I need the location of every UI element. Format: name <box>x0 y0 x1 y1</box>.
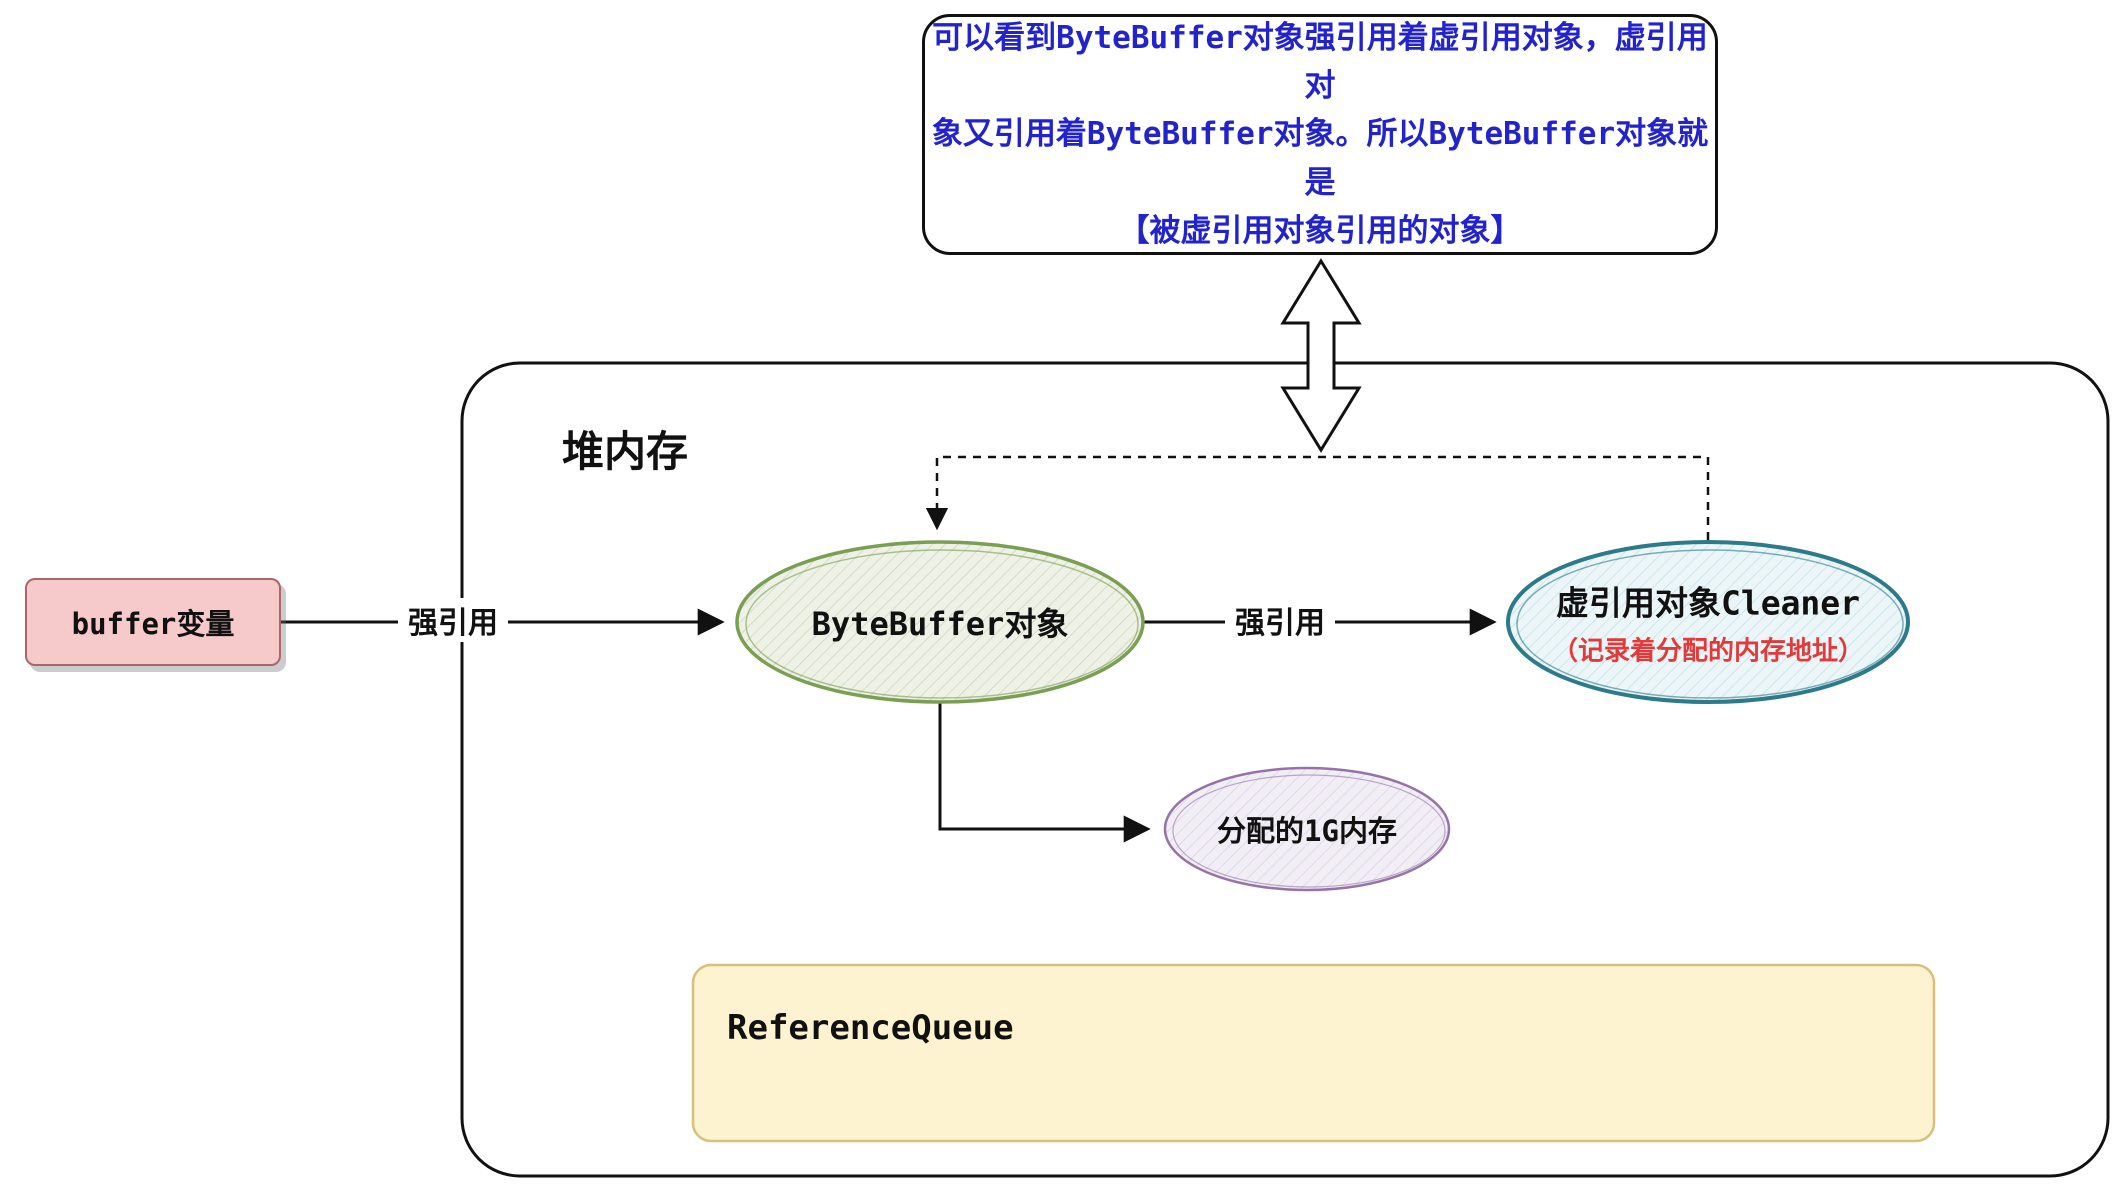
edge-bytebuffer-to-memory <box>938 702 1151 843</box>
bytebuffer-node-label: ByteBuffer对象 <box>812 599 1069 645</box>
buffer-variable-label: buffer变量 <box>71 607 235 641</box>
annotation-note-text: 可以看到ByteBuffer对象强引用着虚引用对象，虚引用对 象又引用着Byte… <box>931 20 1709 249</box>
cleaner-node-sublabel: （记录着分配的内存地址） <box>1551 635 1865 666</box>
memory-1g-node-label: 分配的1G内存 <box>1217 808 1397 850</box>
heap-title: 堆内存 <box>562 428 689 475</box>
memory-1g-node-sketch-stroke <box>1172 774 1446 888</box>
edge-label-strong-ref-2: 强引用 <box>1225 598 1335 642</box>
reference-queue-box <box>691 963 1936 1143</box>
annotation-note-box: 可以看到ByteBuffer对象强引用着虚引用对象，虚引用对 象又引用着Byte… <box>922 14 1718 255</box>
bytebuffer-node-title: ByteBuffer对象 <box>811 605 1069 643</box>
memory-1g-node-title: 分配的1G内存 <box>1217 814 1397 848</box>
double-arrow-connector <box>1280 258 1362 453</box>
reference-queue-label: ReferenceQueue <box>727 1008 1014 1048</box>
cleaner-node-sketch-stroke <box>1516 549 1904 699</box>
cleaner-node-title: 虚引用对象Cleaner <box>1555 583 1861 623</box>
cleaner-node-label: 虚引用对象Cleaner （记录着分配的内存地址） <box>1552 577 1864 668</box>
memory-1g-node <box>1163 766 1451 892</box>
edge-label-strong-ref-1: 强引用 <box>398 598 508 642</box>
edge-cleaner-to-bytebuffer-dashed <box>925 455 1710 540</box>
bytebuffer-node <box>735 540 1145 704</box>
cleaner-node <box>1506 540 1910 704</box>
bytebuffer-node-sketch-stroke <box>745 549 1139 699</box>
buffer-variable-node: buffer变量 <box>25 578 281 666</box>
